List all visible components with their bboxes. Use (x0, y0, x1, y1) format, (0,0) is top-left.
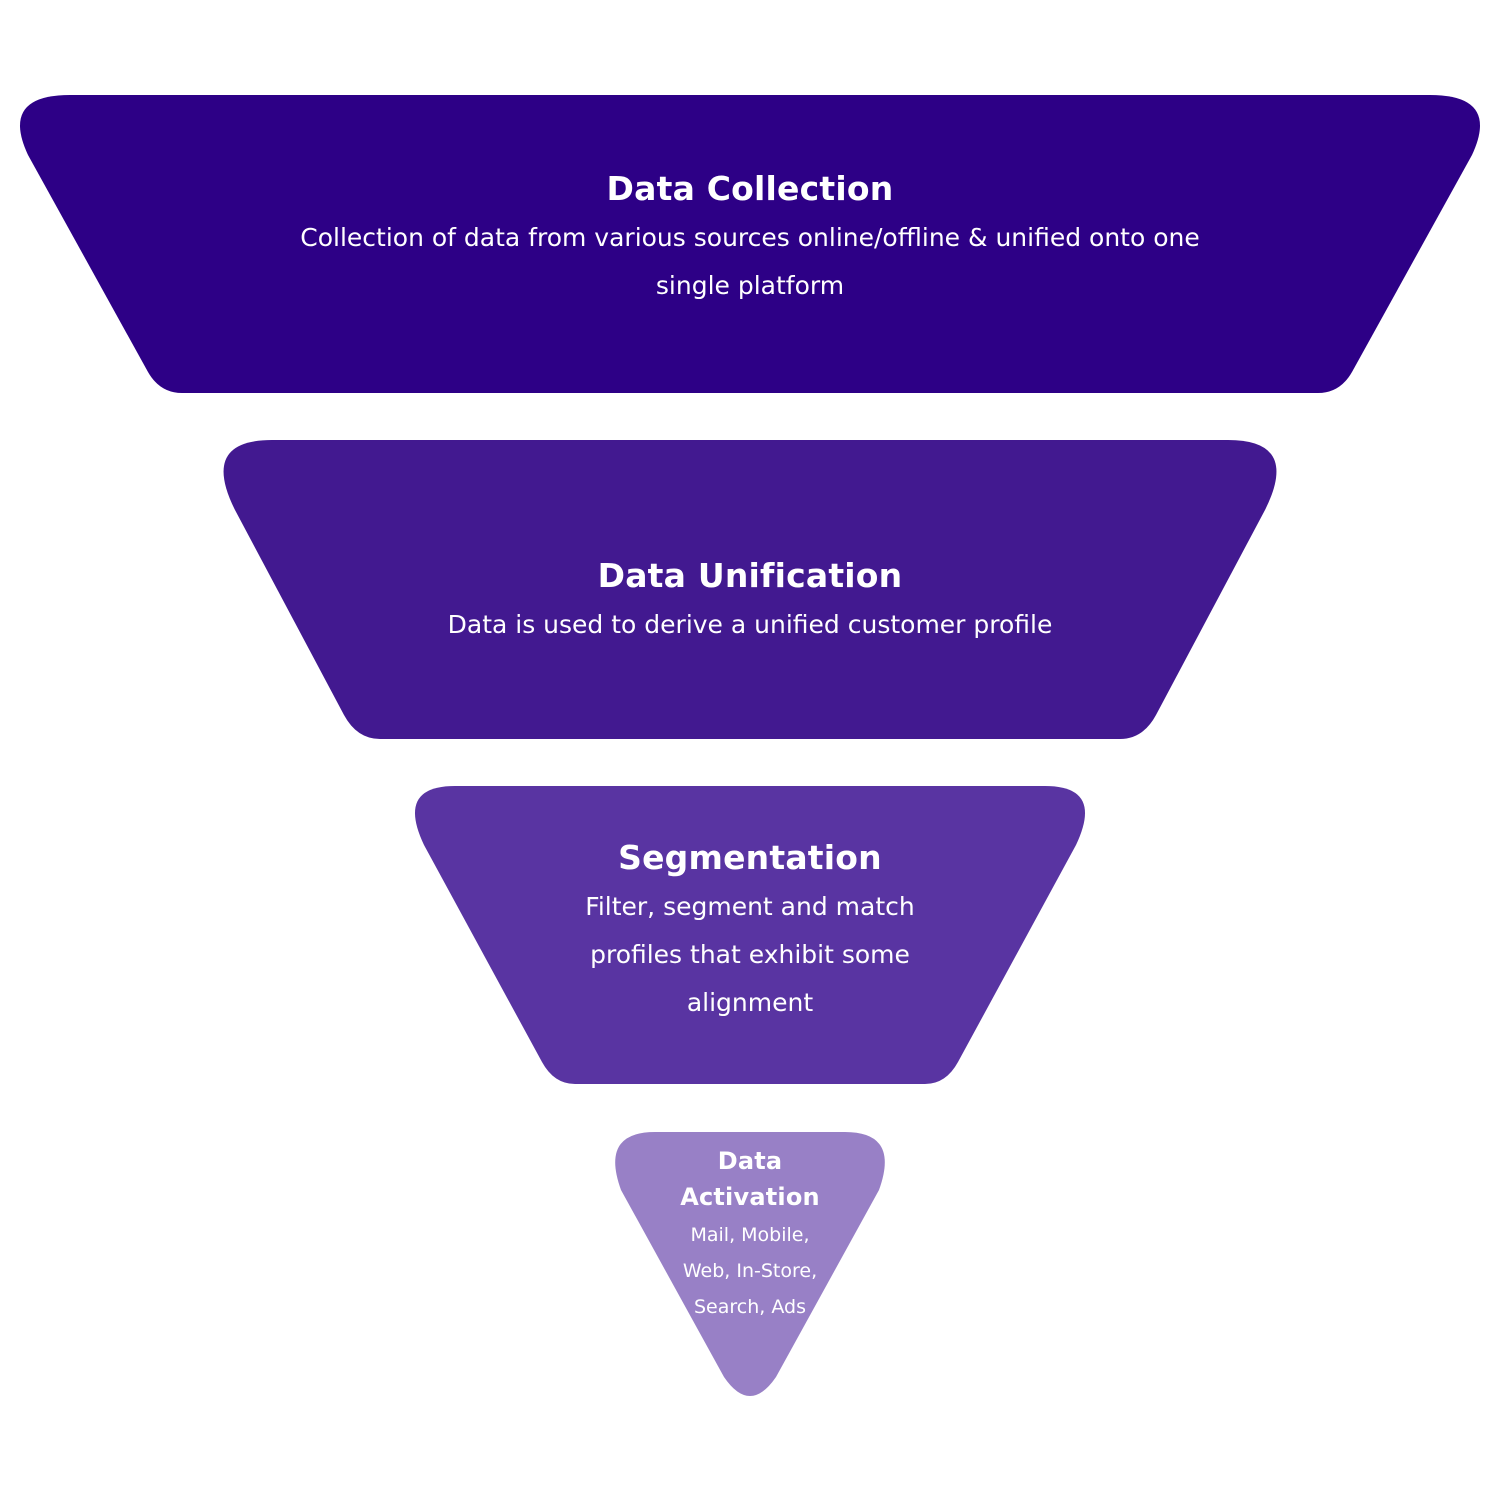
stage-title: Segmentation (618, 838, 882, 877)
funnel-stage-2: Data Unification Data is used to derive … (350, 553, 1150, 649)
funnel-stage-4-shape (615, 1132, 885, 1396)
funnel-stage-1: Data Collection Collection of data from … (250, 166, 1250, 310)
stage-description: Data is used to derive a unified custome… (447, 610, 1053, 639)
funnel-stage-1-shape (20, 95, 1480, 393)
stage-description: Collection of data from various sources … (300, 223, 1200, 300)
stage-title: Data Collection (606, 169, 894, 208)
funnel-stage-2-shape (223, 440, 1277, 739)
funnel-stage-3: Segmentation Filter, segment and match p… (540, 835, 960, 1027)
funnel-stage-4: Data Activation Mail, Mobile, Web, In-St… (660, 1143, 840, 1325)
funnel-stage-3-shape (414, 786, 1086, 1084)
stage-title: Data Unification (597, 556, 903, 595)
stage-title: Data Activation (680, 1147, 820, 1211)
stage-description: Mail, Mobile, Web, In-Store, Search, Ads (682, 1224, 818, 1318)
stage-description: Filter, segment and match profiles that … (585, 892, 915, 1017)
